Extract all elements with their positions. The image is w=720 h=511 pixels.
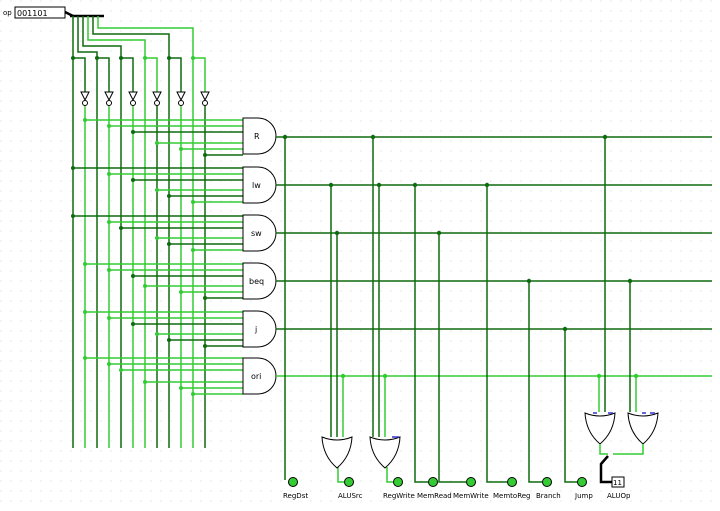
led-regdst [288,477,298,487]
or-gate-aluop-2[interactable] [627,412,659,445]
led-memwrite [466,477,476,487]
label-jump: Jump [574,492,593,500]
not-gate-6 [200,91,210,106]
and-gate-r-label: R [254,132,260,141]
rail-junctions [71,56,207,396]
label-regdst: RegDst [283,492,308,500]
output-labels: RegDst ALUSrc RegWrite MemRead MemWrite … [283,492,631,500]
aluop-value: 11 [613,479,622,487]
led-regwrite [393,477,403,487]
not-gate-1 [80,91,90,106]
output-pins: 11 [288,476,625,488]
not-gate-5 [176,91,186,106]
aluop-merge-wires [599,444,644,484]
and-gate-beq-label: beq [249,277,264,286]
and-gate-ori[interactable]: ori [242,357,277,395]
label-regwrite: RegWrite [383,492,415,500]
and-gate-lw-label: lw [252,181,261,190]
and-gate-j[interactable]: j [242,310,277,348]
led-jump [577,477,587,487]
led-alusrc [344,477,354,487]
led-memread [428,477,438,487]
op-pin-label: op [3,9,12,17]
or-gate-aluop-1[interactable] [584,412,616,445]
label-memtoreg: MemtoReg [493,492,531,500]
and-input-wires [73,119,243,395]
and-gate-r[interactable]: R [242,117,277,155]
or-gate-regwrite[interactable] [369,436,401,469]
not-gate-4 [152,91,162,106]
label-branch: Branch [536,492,561,500]
bit-rails [72,57,206,448]
not-gates [80,91,210,106]
and-gate-sw-label: sw [251,229,262,238]
output-junctions [282,134,639,379]
and-gate-beq[interactable]: beq [242,262,277,300]
or-gate-alusrc[interactable] [321,436,353,469]
and-gate-j-label: j [254,325,257,334]
led-memtoreg [507,477,517,487]
label-memwrite: MemWrite [453,492,489,500]
and-gate-ori-label: ori [251,372,261,381]
label-alusrc: ALUSrc [338,492,363,500]
not-gate-3 [128,91,138,106]
led-branch [542,477,552,487]
decoder-output-wires [276,136,712,483]
and-gate-lw[interactable]: lw [242,166,277,204]
op-pin-value: 001101 [17,9,48,18]
aluop-output-pin: 11 [611,476,625,488]
label-aluop: ALUOp [607,492,631,500]
not-gate-2 [104,91,114,106]
and-gate-sw[interactable]: sw [242,214,277,252]
label-memread: MemRead [417,492,452,500]
splitter-wires [72,16,194,58]
